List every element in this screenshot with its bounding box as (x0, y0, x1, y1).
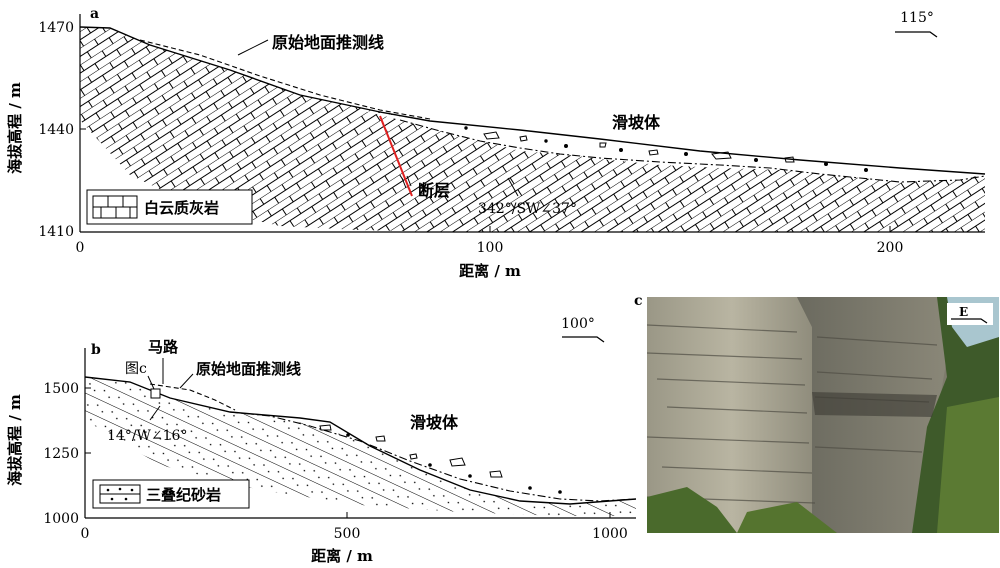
direction-label-c: E (959, 305, 968, 319)
leader-original-surface-b (179, 373, 194, 389)
x-tick-0-b: 0 (81, 526, 90, 542)
leader-attitude-b (149, 405, 161, 421)
cliff-photo-art (647, 297, 999, 533)
x-axis-label-b: 距离 / m (311, 547, 373, 565)
callout-road: 马路 (148, 338, 179, 356)
landslide-body-a (360, 110, 985, 182)
panel-label-b: b (91, 342, 101, 358)
y-tick-1410: 1410 (38, 224, 74, 240)
direction-box-c: E (947, 303, 993, 325)
panel-label-a: a (90, 6, 99, 22)
landslide-clasts-a (464, 126, 868, 172)
panel-c-label-svg: c (634, 293, 643, 309)
legend-swatch-sandstone (99, 484, 141, 504)
y-tick-1440: 1440 (38, 122, 74, 138)
y-tick-1250: 1250 (43, 446, 79, 462)
label-landslide-a: 滑坡体 (612, 113, 661, 132)
ground-surface-b (84, 376, 637, 505)
leader-fig-c (147, 375, 155, 390)
ground-surface-a (79, 26, 986, 175)
landslide-clasts-b (319, 424, 562, 494)
callout-fig-c: 图c (125, 361, 147, 377)
label-fault-a: 断层 (418, 181, 450, 200)
panel-label-c: c (634, 293, 643, 309)
x-tick-200: 200 (877, 240, 904, 256)
attitude-a: 342°/SW∠37° (478, 201, 577, 217)
fault-arrows-a (401, 175, 412, 189)
label-landslide-b: 滑坡体 (410, 413, 459, 432)
direction-label-a: 115° (900, 10, 934, 26)
original-surface-line-a (139, 39, 431, 120)
legend-label-b: 三叠纪砂岩 (146, 486, 221, 504)
direction-arrow-a (895, 31, 938, 38)
panel-b: b 1500 1250 1000 0 500 1000 距离 / m 海拔高程 … (6, 316, 637, 565)
direction-arrow-c (951, 318, 988, 324)
sliding-surface-a (399, 119, 986, 183)
leader-attitude-a (507, 177, 519, 197)
legend-label-a: 白云质灰岩 (144, 199, 219, 217)
x-axis-label-a: 距离 / m (459, 262, 521, 280)
bedrock-dolomitic-limestone (80, 27, 985, 232)
y-axis-label-a: 海拔高程 / m (6, 82, 24, 174)
callout-original-surface-b: 原始地面推测线 (196, 360, 301, 378)
axis-ticks-b (85, 387, 611, 519)
axis-ticks-a (79, 26, 891, 233)
cliff-photo: E (647, 297, 999, 533)
x-tick-100: 100 (477, 240, 504, 256)
y-tick-1500: 1500 (43, 381, 79, 397)
panel-a: a 1470 1440 1410 0 100 200 距离 / m 海拔高程 /… (6, 6, 986, 280)
original-surface-line-b (149, 383, 236, 411)
x-tick-500: 500 (334, 526, 361, 542)
y-tick-1000: 1000 (43, 511, 79, 527)
x-tick-0: 0 (76, 240, 85, 256)
direction-label-b: 100° (561, 316, 595, 332)
attitude-b: 14°/W∠16° (107, 428, 187, 444)
fig-c-box (150, 388, 161, 399)
leader-original-surface-a (237, 39, 269, 56)
y-tick-1470: 1470 (38, 20, 74, 36)
fault-line-a (379, 115, 413, 197)
direction-arrow-b (562, 336, 605, 343)
x-tick-1000: 1000 (592, 526, 628, 542)
legend-swatch-limestone (92, 195, 138, 219)
callout-original-surface-a: 原始地面推测线 (272, 33, 384, 52)
sliding-surface-b (229, 411, 637, 502)
y-axis-label-b: 海拔高程 / m (6, 394, 24, 486)
